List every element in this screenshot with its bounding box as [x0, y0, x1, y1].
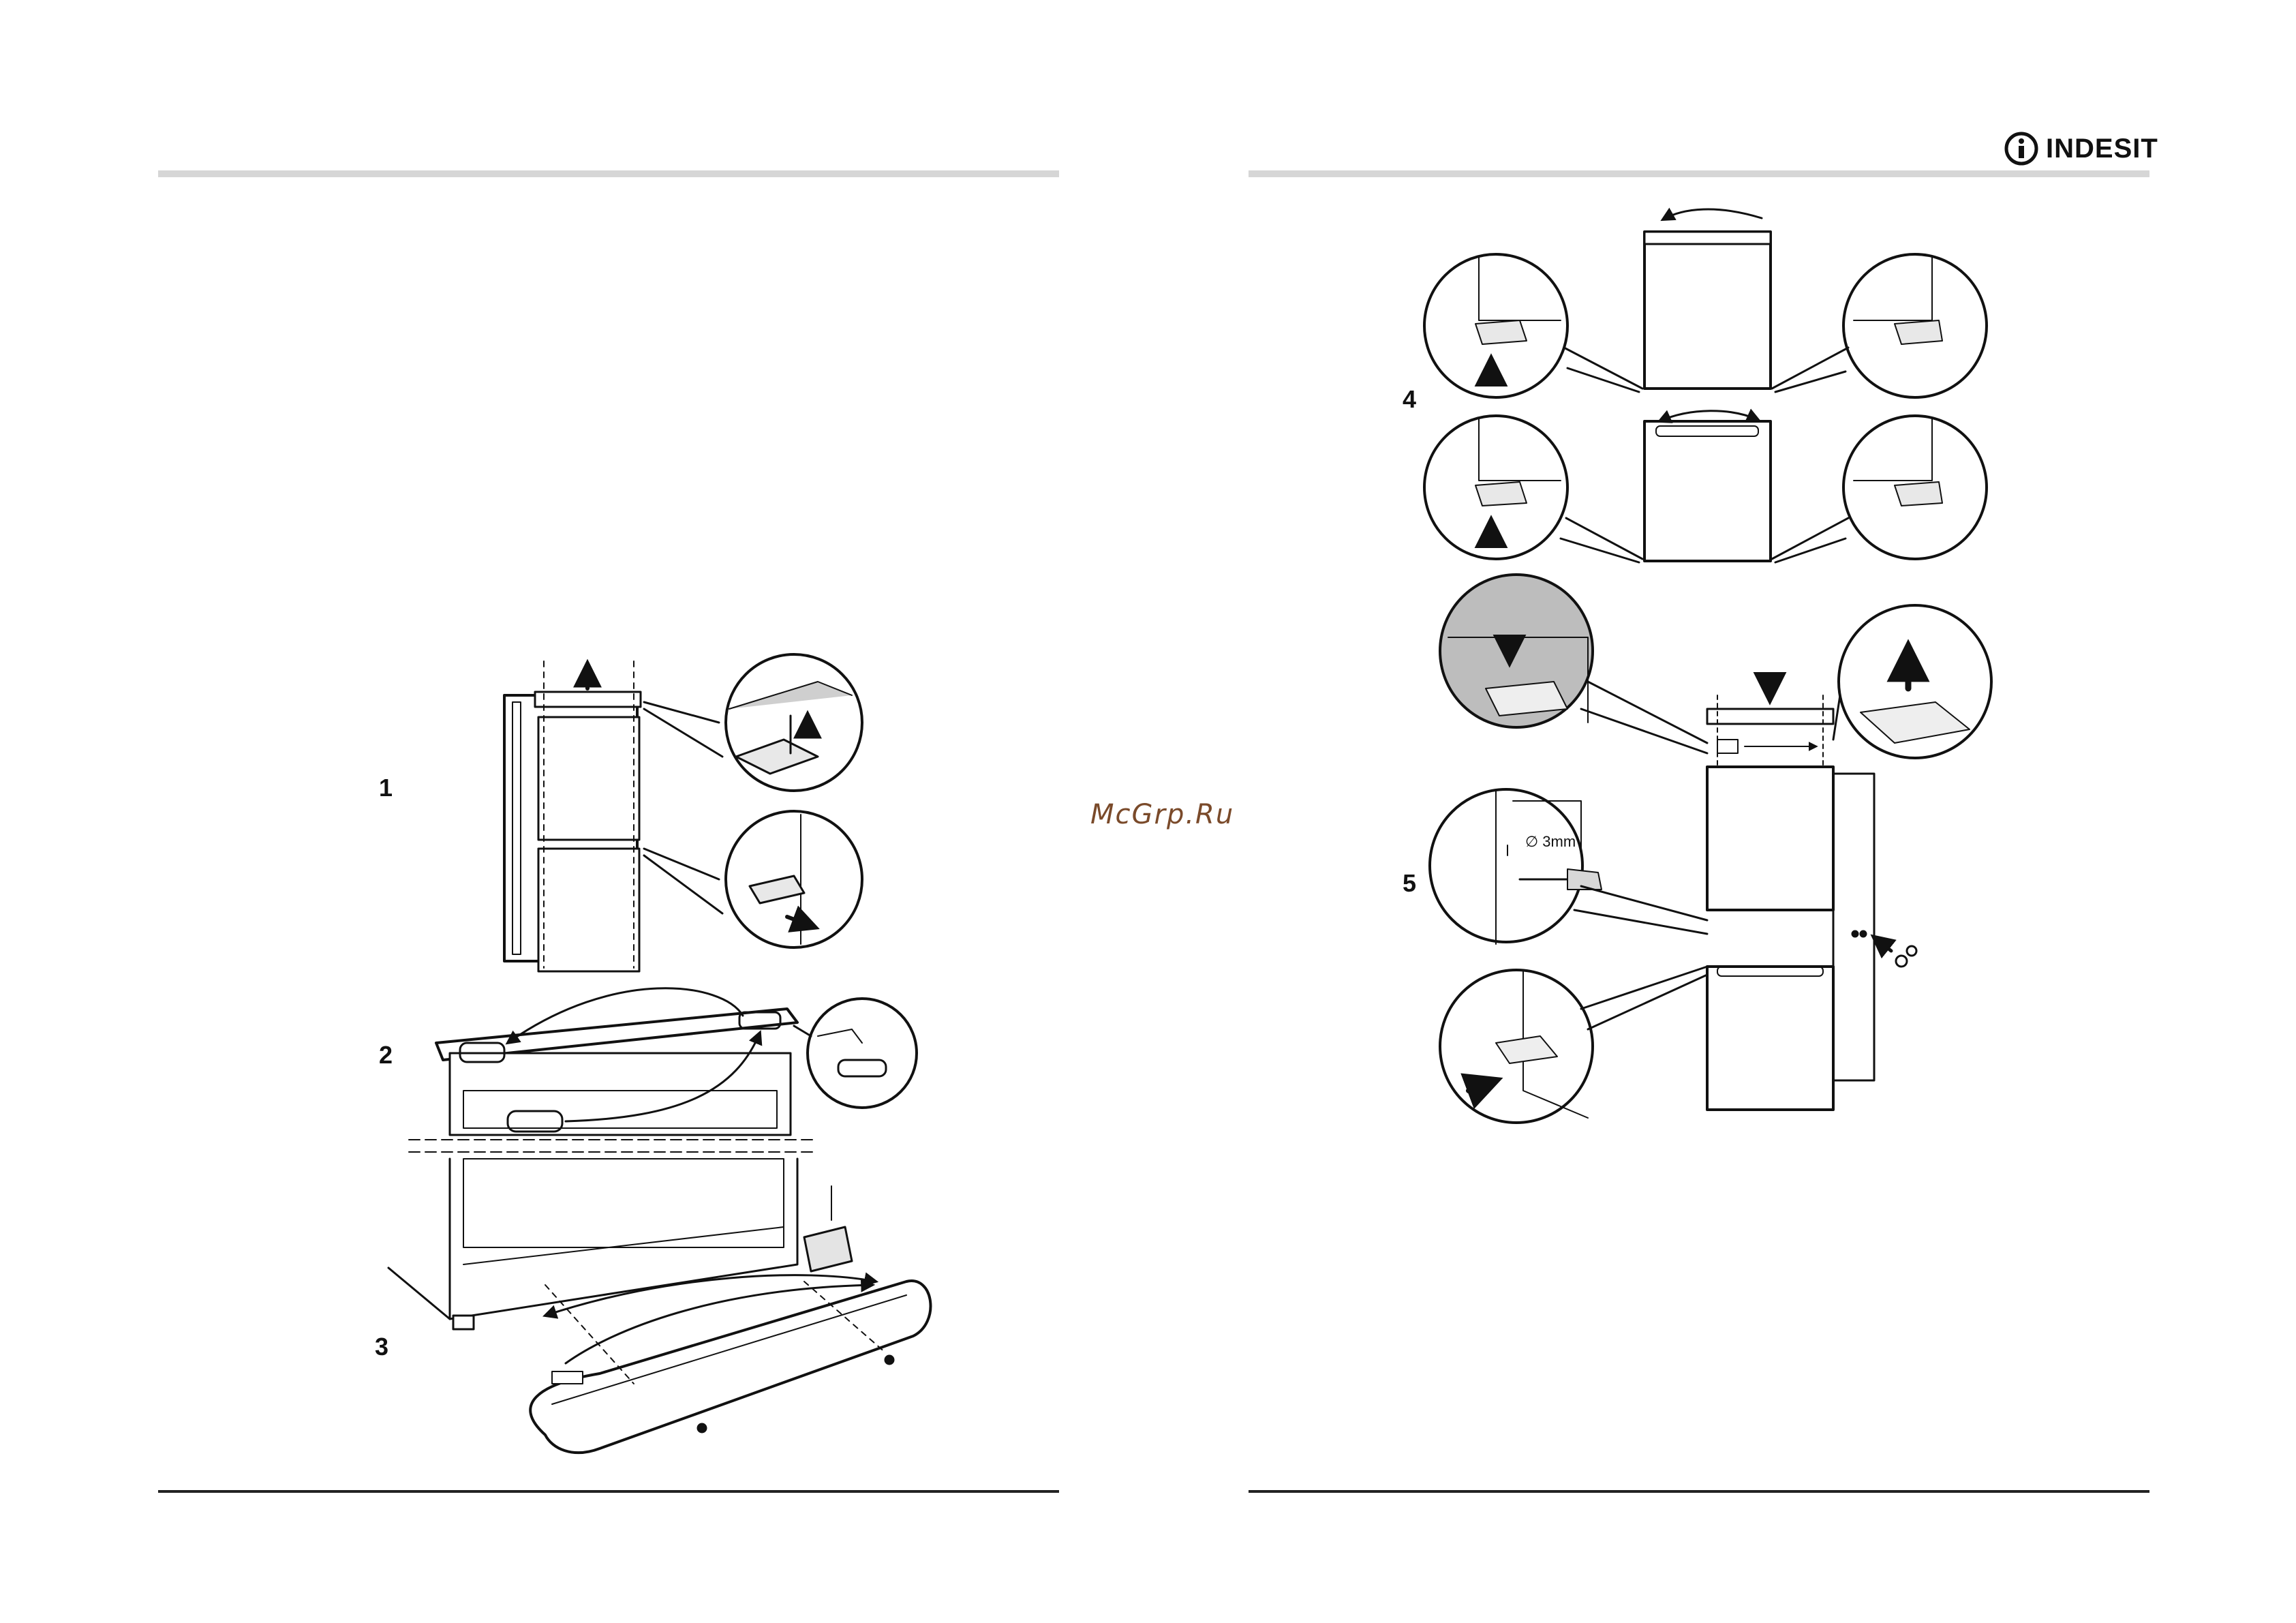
step-5-door-reinstall-diagram	[1430, 575, 1991, 1123]
step-2-door-handle-diagram	[436, 988, 917, 1135]
step-3-plinth-diagram	[388, 1159, 930, 1453]
step-1-hinge-detail-top	[644, 654, 862, 791]
step-1-hinge-detail-bottom	[644, 811, 862, 947]
step-4-door-swap-diagram	[1424, 209, 1987, 562]
step-1-fridge-doors-diagram	[504, 661, 641, 971]
drill-diameter-label: ∅ 3mm	[1525, 833, 1576, 851]
